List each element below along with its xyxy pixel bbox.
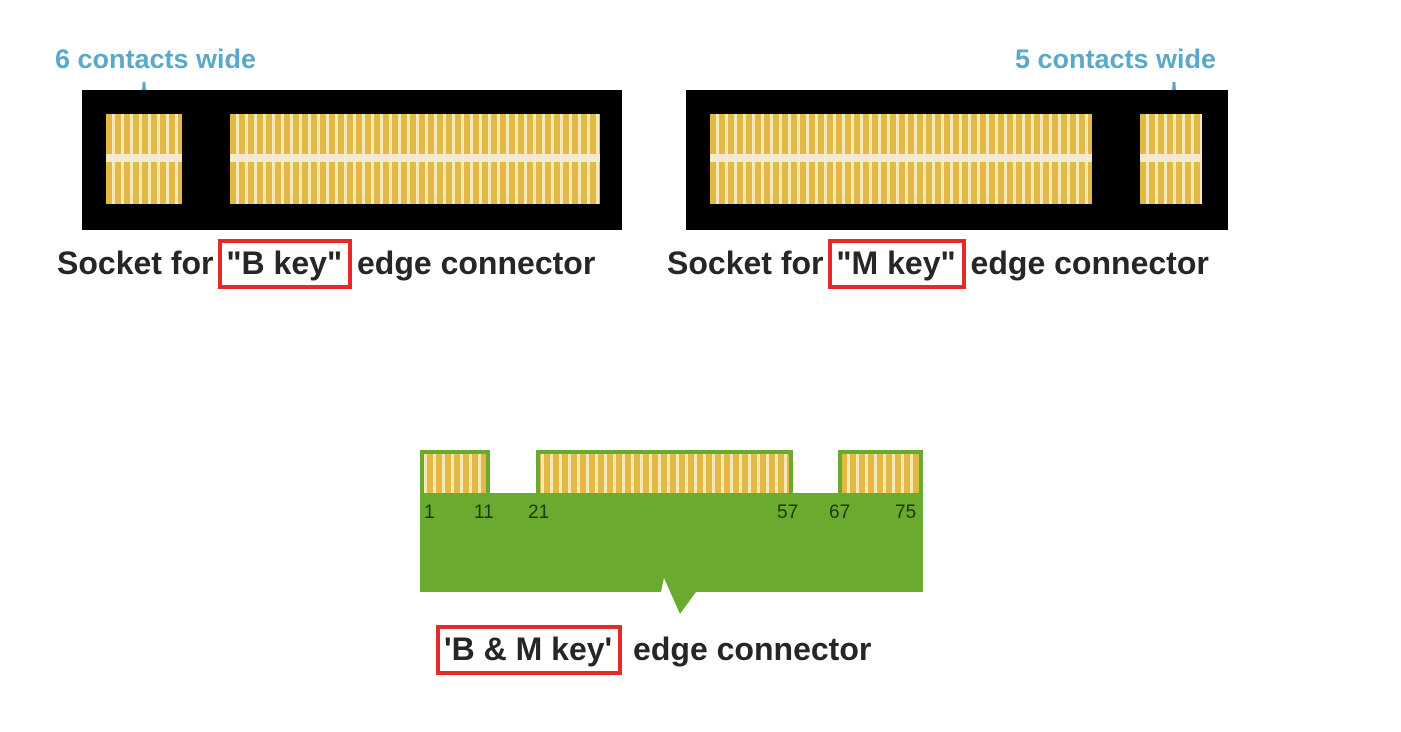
b-socket-caption: Socket for "B key" edge connector: [57, 239, 596, 289]
bm-caption-suffix: edge connector: [633, 631, 872, 667]
pin-number-21: 21: [528, 502, 549, 523]
m-key-highlight: "M key": [828, 239, 966, 289]
m-caption-suffix: edge connector: [970, 245, 1209, 281]
bm-key-card: 1 11 21 57 67 75: [420, 450, 923, 614]
card-contacts-right: [842, 454, 919, 493]
bm-card-caption: 'B & M key' edge connector: [435, 625, 872, 675]
pin-number-1: 1: [424, 502, 435, 523]
card-contacts-middle: [540, 454, 789, 493]
bm-key-highlight: 'B & M key': [435, 625, 623, 675]
m-socket-caption: Socket for "M key" edge connector: [667, 239, 1209, 289]
pin-number-11: 11: [474, 502, 494, 523]
pin-number-67: 67: [829, 502, 850, 523]
m-caption-prefix: Socket for: [667, 245, 824, 281]
b-key-highlight: "B key": [218, 239, 353, 289]
b-key-socket: [82, 90, 622, 230]
pin-number-57: 57: [777, 502, 798, 523]
b-caption-suffix: edge connector: [357, 245, 596, 281]
b-socket-annotation: 6 contacts wide: [55, 44, 257, 74]
b-caption-prefix: Socket for: [57, 245, 214, 281]
pin-number-75: 75: [895, 502, 916, 523]
card-contacts-left: [424, 454, 486, 493]
m-key-socket: [686, 90, 1228, 230]
m-socket-annotation: 5 contacts wide: [1015, 44, 1217, 74]
